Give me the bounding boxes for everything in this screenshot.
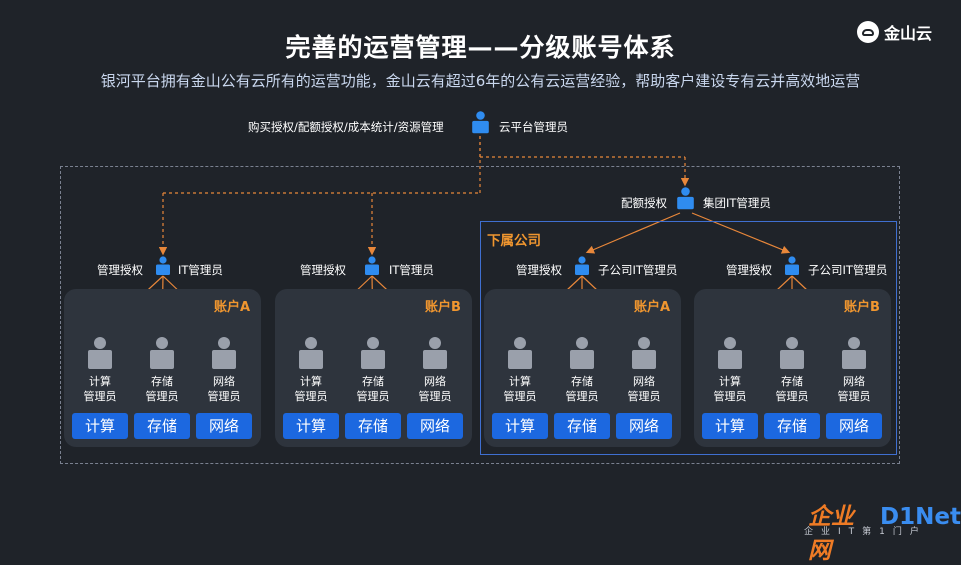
manager-person-icon [150, 337, 174, 369]
manager-label: 存储 管理员 [356, 375, 390, 403]
manager-person-icon [361, 337, 385, 369]
watermark-tagline: 企业IT第1门户 [804, 527, 927, 537]
manager-person-icon [718, 337, 742, 369]
manager-person-icon [212, 337, 236, 369]
cloud-admin-person-icon [472, 111, 489, 134]
page-subtitle: 银河平台拥有金山公有云所有的运营功能，金山云有超过6年的公有云运营经验，帮助客户… [100, 72, 861, 90]
connector-arrow [585, 212, 681, 254]
it-admin-person-icon [785, 256, 799, 275]
manager-label: 计算 管理员 [294, 375, 328, 403]
page-title: 完善的运营管理——分级账号体系 [285, 33, 676, 62]
it-admin-person-icon [365, 256, 379, 275]
resource-button[interactable]: 计算 [72, 413, 128, 439]
manager-label: 网络 管理员 [837, 375, 871, 403]
resource-button[interactable]: 存储 [764, 413, 820, 439]
admin-duty: 管理授权 [516, 263, 562, 277]
group-admin-person-icon [677, 187, 694, 210]
account-label: 账户B [425, 300, 461, 315]
admin-duty: 管理授权 [726, 263, 772, 277]
resource-button[interactable]: 存储 [134, 413, 190, 439]
account-label: 账户A [634, 300, 671, 315]
manager-label: 计算 管理员 [83, 375, 117, 403]
platform-scope-box [60, 166, 900, 464]
manager-label: 存储 管理员 [145, 375, 179, 403]
manager-person-icon [88, 337, 112, 369]
manager-label: 网络 管理员 [207, 375, 241, 403]
subsidiary-box [480, 221, 897, 455]
manager-label: 网络 管理员 [418, 375, 452, 403]
it-admin-role: 子公司IT管理员 [598, 263, 678, 277]
resource-button[interactable]: 网络 [407, 413, 463, 439]
resource-button[interactable]: 存储 [554, 413, 610, 439]
brand-logo: 金山云 [857, 20, 932, 44]
manager-person-icon [570, 337, 594, 369]
admin-duty: 管理授权 [300, 263, 346, 277]
resource-button[interactable]: 计算 [283, 413, 339, 439]
resource-button[interactable]: 网络 [196, 413, 252, 439]
manager-label: 计算 管理员 [503, 375, 537, 403]
it-admin-person-icon [156, 256, 170, 275]
manager-label: 网络 管理员 [627, 375, 661, 403]
resource-button[interactable]: 网络 [616, 413, 672, 439]
account-label: 账户B [844, 300, 880, 315]
manager-label: 存储 管理员 [775, 375, 809, 403]
watermark-brand-en: D1Net [880, 504, 961, 530]
resource-button[interactable]: 存储 [345, 413, 401, 439]
account-label: 账户A [214, 300, 251, 315]
manager-person-icon [780, 337, 804, 369]
manager-label: 计算 管理员 [713, 375, 747, 403]
it-admin-role: 子公司IT管理员 [808, 263, 888, 277]
logo-text: 金山云 [884, 24, 933, 43]
resource-button[interactable]: 网络 [826, 413, 882, 439]
manager-person-icon [632, 337, 656, 369]
it-admin-role: IT管理员 [178, 263, 223, 277]
subsidiary-label: 下属公司 [487, 233, 541, 249]
it-admin-person-icon [575, 256, 589, 275]
group-admin-role: 集团IT管理员 [703, 196, 771, 210]
manager-person-icon [508, 337, 532, 369]
group-admin-duty: 配额授权 [621, 196, 667, 210]
connector-arrow [691, 212, 791, 254]
top-admin-role: 云平台管理员 [499, 120, 568, 134]
it-admin-role: IT管理员 [389, 263, 434, 277]
manager-person-icon [842, 337, 866, 369]
manager-person-icon [423, 337, 447, 369]
resource-button[interactable]: 计算 [702, 413, 758, 439]
top-admin-duties: 购买授权/配额授权/成本统计/资源管理 [248, 120, 444, 134]
resource-button[interactable]: 计算 [492, 413, 548, 439]
manager-label: 存储 管理员 [565, 375, 599, 403]
admin-duty: 管理授权 [97, 263, 143, 277]
cloud-logo-icon [857, 21, 879, 43]
manager-person-icon [299, 337, 323, 369]
